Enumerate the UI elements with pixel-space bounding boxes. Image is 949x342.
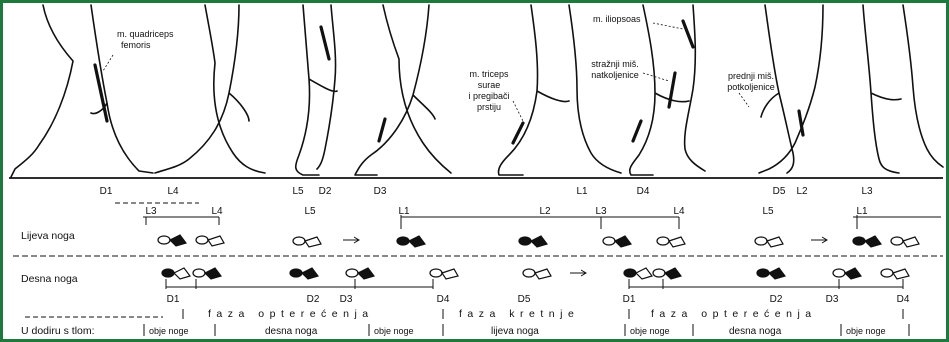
footprint-icon	[430, 269, 458, 279]
contact-segment: desna noga	[729, 326, 782, 337]
left-leg-marker: L1	[856, 206, 868, 217]
top-marker: D2	[319, 186, 332, 197]
left-leg-marker: L3	[145, 206, 157, 217]
left-leg-marker: L1	[398, 206, 410, 217]
footprint-icon	[158, 235, 186, 246]
right-leg-marker: D1	[623, 294, 636, 305]
left-leg-label: Lijeva noga	[21, 230, 75, 242]
contact-segment: obje noge	[630, 326, 670, 336]
footprint-icon	[891, 237, 919, 247]
left-leg-marker: L3	[595, 206, 607, 217]
muscle-label-line: prednji miš.	[728, 71, 774, 81]
footprint-icon	[603, 236, 631, 247]
left-leg-marker: L5	[762, 206, 774, 217]
muscle-label-triceps: m. triceps surae i pregibači prstiju	[468, 69, 509, 112]
contact-row: U dodiru s tlom: obje noge desna noga ob…	[21, 324, 909, 337]
footprint-icon	[162, 268, 190, 279]
footprint-icon	[397, 236, 425, 247]
footprint-icon	[290, 268, 318, 279]
muscle-label-hamstrings: stražnji miš. natkoljenice	[591, 59, 639, 80]
footprint-icon	[346, 268, 374, 279]
right-leg-marker: D4	[437, 294, 450, 305]
footprint-icon	[193, 268, 221, 279]
footprint-icon	[196, 236, 224, 246]
footprint-icon	[853, 236, 881, 247]
walking-figure-4	[355, 5, 451, 175]
contact-segment: desna noga	[265, 326, 318, 337]
right-leg-marker: D2	[307, 294, 320, 305]
right-leg-markers: D1 D2 D3 D4 D5 D1 D2 D3 D4	[167, 294, 910, 305]
muscle-label-tibialis: prednji miš. potkoljenice	[727, 71, 775, 92]
right-leg-marker: D3	[826, 294, 839, 305]
right-leg-marker: D5	[518, 294, 531, 305]
muscle-label-quadriceps: m. quadriceps femoris	[117, 29, 174, 50]
muscle-label-line: surae	[478, 80, 501, 90]
muscle-label-line: potkoljenice	[727, 82, 775, 92]
left-leg-row: Lijeva noga L3 L4 L5 L1 L2 L3 L4 L5 L1	[21, 203, 941, 247]
top-marker: L3	[861, 186, 873, 197]
top-marker: D1	[100, 186, 113, 197]
muscle-label-line: i pregibači	[468, 91, 509, 101]
footprint-icon	[757, 268, 785, 279]
footprint-icon	[523, 269, 551, 279]
left-leg-markers: L3 L4 L5 L1 L2 L3 L4 L5 L1	[145, 206, 868, 217]
phase-label-load-2: faza opterećenja	[651, 308, 817, 320]
right-leg-marker: D2	[770, 294, 783, 305]
footprint-icon	[653, 268, 681, 279]
muscle-label-line: natkoljenice	[591, 70, 639, 80]
footprint-icon	[657, 237, 685, 247]
footprint-icon	[833, 268, 861, 279]
top-marker: D4	[637, 186, 650, 197]
muscle-label-line: m. triceps	[469, 69, 509, 79]
muscle-label-iliopsoas: m. iliopsoas	[593, 14, 641, 24]
walking-figure-8	[863, 5, 943, 173]
top-marker: L5	[292, 186, 304, 197]
muscle-label-line: stražnji miš.	[591, 59, 639, 69]
top-marker: L1	[576, 186, 588, 197]
walking-figure-3	[296, 5, 337, 175]
top-marker: D3	[374, 186, 387, 197]
top-marker: L4	[167, 186, 179, 197]
right-leg-row: Desna noga D	[21, 268, 910, 305]
left-leg-marker: L4	[211, 206, 223, 217]
phase-label-load-1: faza opterećenja	[208, 308, 374, 320]
left-leg-marker: L4	[673, 206, 685, 217]
walking-figure-6	[630, 5, 705, 175]
contact-segment: obje noge	[374, 326, 414, 336]
muscle-label-line: prstiju	[477, 102, 501, 112]
phase-label-swing: faza kretnje	[459, 308, 579, 320]
muscle-label-line: m. quadriceps	[117, 29, 174, 39]
left-leg-marker: L2	[539, 206, 551, 217]
muscle-label-line: femoris	[121, 40, 151, 50]
right-leg-footprints	[162, 268, 909, 279]
right-leg-marker: D4	[897, 294, 910, 305]
footprint-icon	[755, 237, 783, 247]
gait-cycle-figure: m. quadriceps femoris m. triceps surae i…	[3, 3, 946, 339]
walking-figure-5	[498, 5, 621, 175]
top-markers: D1 L4 L5 D2 D3 L1 D4 D5 L2 L3	[100, 186, 873, 197]
footprint-icon	[519, 236, 547, 247]
contact-segment: obje noge	[846, 326, 886, 336]
contact-segment: lijeva noga	[491, 326, 539, 337]
footprint-icon	[881, 269, 909, 279]
footprint-icon	[624, 268, 652, 279]
contact-segment: obje noge	[149, 326, 189, 336]
top-marker: L2	[796, 186, 808, 197]
left-leg-marker: L5	[304, 206, 316, 217]
contact-row-title: U dodiru s tlom:	[21, 325, 95, 337]
muscle-label-line: m. iliopsoas	[593, 14, 641, 24]
top-marker: D5	[773, 186, 786, 197]
right-leg-marker: D1	[167, 294, 180, 305]
right-leg-marker: D3	[340, 294, 353, 305]
right-leg-label: Desna noga	[21, 273, 78, 285]
footprint-icon	[293, 237, 321, 247]
left-leg-footprints	[158, 235, 919, 247]
phase-row: faza opterećenja faza kretnje faza opter…	[25, 308, 903, 320]
